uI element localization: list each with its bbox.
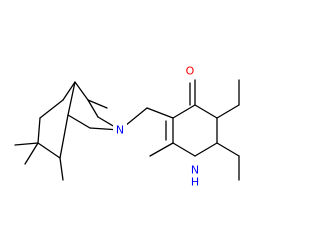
bond <box>194 142 218 157</box>
bond <box>194 104 218 119</box>
bond <box>39 99 64 119</box>
bicyclic-amine-ring <box>14 81 121 181</box>
bond <box>146 107 174 119</box>
bond <box>87 99 108 109</box>
bond <box>14 142 39 146</box>
bond <box>172 104 196 119</box>
bond <box>87 99 99 118</box>
bond <box>74 81 89 101</box>
methylene-linker <box>119 107 174 131</box>
bond <box>67 81 76 116</box>
quinolinone-ring <box>149 79 240 181</box>
ring-nitrogen-label: N <box>191 164 199 177</box>
nh-label-bg <box>188 163 202 189</box>
nitrogen-label-bg <box>113 123 127 137</box>
bond <box>67 114 91 129</box>
molecular-structure: O N N H <box>14 64 240 189</box>
oxygen-atom-label: O <box>186 65 195 78</box>
tertiary-nitrogen-label: N <box>116 124 124 137</box>
bond <box>172 142 196 157</box>
bond <box>37 142 61 159</box>
bond <box>24 142 39 165</box>
bond <box>62 81 76 101</box>
bond <box>37 117 41 144</box>
bond <box>59 157 64 181</box>
bond <box>216 104 240 119</box>
ring-hydrogen-label: H <box>191 176 199 189</box>
bond <box>59 114 69 159</box>
oxygen-label-bg <box>183 64 197 78</box>
bond <box>149 142 174 157</box>
bond <box>216 142 240 157</box>
